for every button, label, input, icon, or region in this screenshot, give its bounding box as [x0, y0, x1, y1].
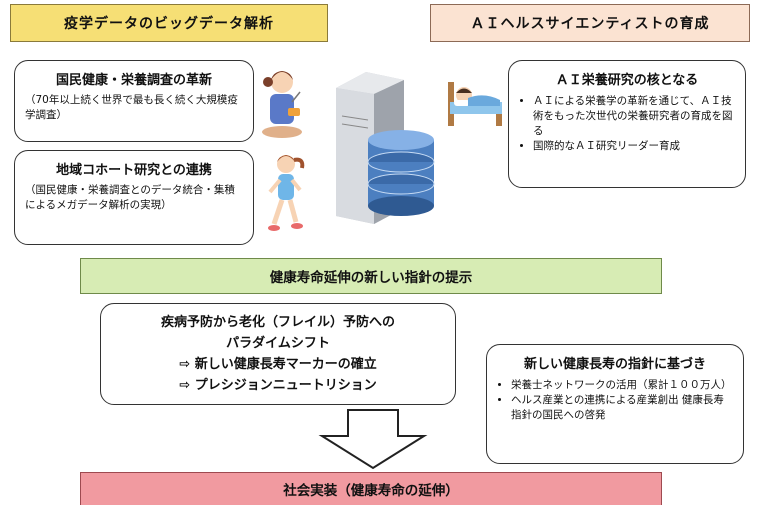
cohort-box: 地域コホート研究との連携 （国民健康・栄養調査とのデータ統合・集積によるメガデー…: [14, 150, 254, 245]
bottom-red-bar: 社会実装（健康寿命の延伸）: [80, 472, 662, 505]
paradigm-line1: 疾病予防から老化（フレイル）予防への: [160, 315, 395, 330]
ai-nutrition-box: ＡＩ栄養研究の核となる ＡＩによる栄養学の革新を通じて、ＡＩ技術をもった次世代の…: [508, 60, 746, 188]
guideline-title: 新しい健康長寿の指針に基づき: [523, 357, 706, 372]
paradigm-line2: パラダイムシフト: [226, 336, 330, 351]
list-item: 国際的なＡＩ研究リーダー育成: [533, 139, 735, 154]
header-bigdata: 疫学データのビッグデータ解析: [10, 4, 328, 42]
ai-nutrition-title: ＡＩ栄養研究の核となる: [555, 73, 699, 88]
paradigm-line3: ⇨ 新しい健康長寿マーカーの確立: [179, 357, 377, 372]
middle-bar-label: 健康寿命延伸の新しい指針の提示: [269, 270, 473, 286]
middle-green-bar: 健康寿命延伸の新しい指針の提示: [80, 258, 662, 294]
bed-illustration: [444, 62, 506, 132]
header-bigdata-label: 疫学データのビッグデータ解析: [64, 16, 274, 32]
header-ai-scientist-label: ＡＩヘルスサイエンティストの育成: [470, 16, 710, 32]
cohort-text: （国民健康・栄養調査とのデータ統合・集積によるメガデータ解析の実現）: [25, 184, 235, 211]
cohort-title: 地域コホート研究との連携: [56, 163, 212, 178]
girl-eating-illustration: [258, 62, 306, 140]
list-item: 栄養士ネットワークの活用（累計１００万人）: [511, 378, 733, 393]
bottom-bar-label: 社会実装（健康寿命の延伸）: [283, 483, 459, 499]
paradigm-box: 疾病予防から老化（フレイル）予防への パラダイムシフト ⇨ 新しい健康長寿マーカ…: [100, 303, 456, 405]
header-ai-scientist: ＡＩヘルスサイエンティストの育成: [430, 4, 750, 42]
survey-title: 国民健康・栄養調査の革新: [55, 73, 212, 88]
guideline-box: 新しい健康長寿の指針に基づき 栄養士ネットワークの活用（累計１００万人） ヘルス…: [486, 344, 744, 464]
server-database-icon: [322, 58, 442, 228]
ai-nutrition-list: ＡＩによる栄養学の革新を通じて、ＡＩ技術をもった次世代の栄養研究者の育成を図る …: [519, 94, 735, 154]
list-item: ヘルス産業との連携による産業創出 健康長寿指針の国民への啓発: [511, 393, 733, 423]
running-girl-illustration: [262, 150, 306, 240]
survey-box: 国民健康・栄養調査の革新 （70年以上続く世界で最も長く続く大規模疫学調査）: [14, 60, 254, 142]
down-arrow-icon: [318, 408, 428, 470]
list-item: ＡＩによる栄養学の革新を通じて、ＡＩ技術をもった次世代の栄養研究者の育成を図る: [533, 94, 735, 139]
paradigm-line4: ⇨ プレシジョンニュートリション: [179, 378, 377, 393]
guideline-list: 栄養士ネットワークの活用（累計１００万人） ヘルス産業との連携による産業創出 健…: [497, 378, 733, 423]
survey-text: （70年以上続く世界で最も長く続く大規模疫学調査）: [25, 94, 238, 121]
